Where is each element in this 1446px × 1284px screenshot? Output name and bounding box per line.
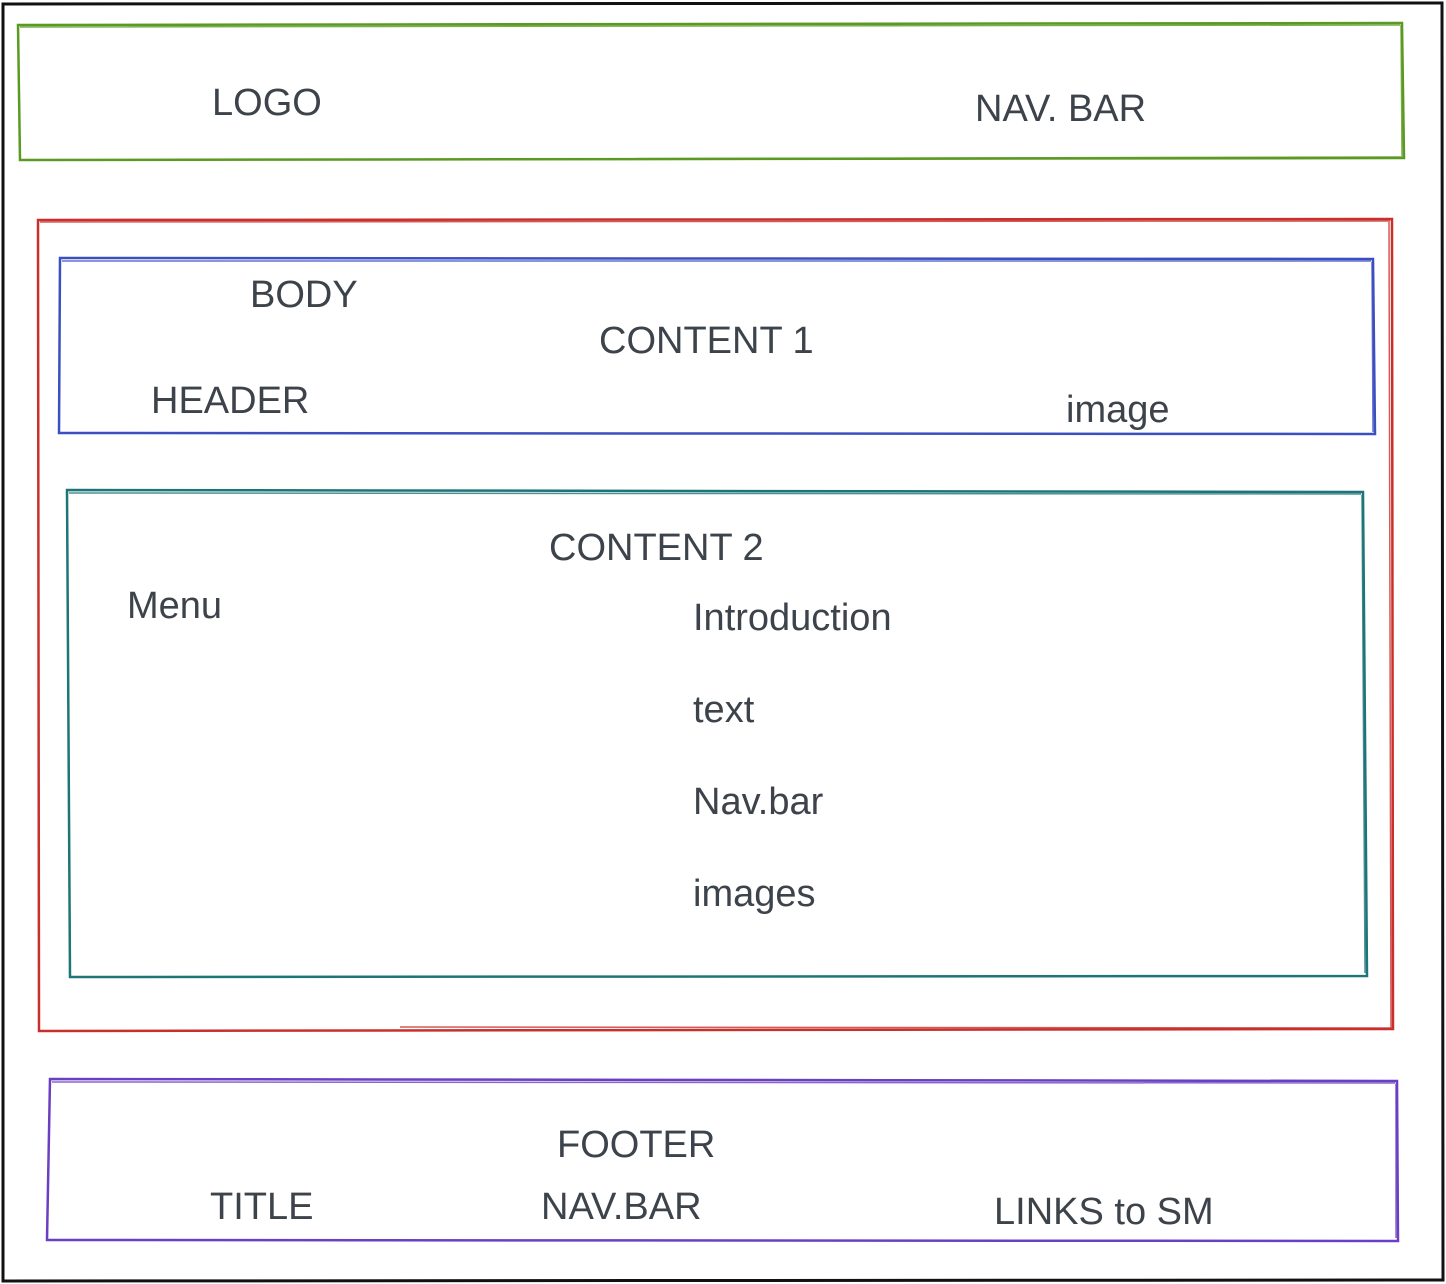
content2-item-images: images (693, 873, 816, 915)
content2-menu-label: Menu (127, 585, 223, 627)
content2-box-sketch-line (68, 492, 1366, 974)
logo-label: LOGO (212, 82, 322, 124)
content2-title: CONTENT 2 (549, 527, 764, 569)
content2-box (65, 488, 1369, 979)
body-label: BODY (250, 274, 358, 316)
footer-box (45, 1077, 1400, 1243)
content1-box (57, 256, 1377, 436)
body-box (36, 217, 1395, 1033)
content1-box-sketch-line (62, 260, 1374, 433)
content1-header-label: HEADER (151, 380, 310, 422)
content2-item-text: text (693, 689, 755, 731)
footer-nav-bar-label: NAV.BAR (541, 1186, 702, 1228)
footer-label: FOOTER (557, 1124, 716, 1166)
content2-item-introduction: Introduction (693, 597, 892, 639)
footer-box-sketch-line (51, 1081, 1397, 1238)
content2-item-nav-bar: Nav.bar (693, 781, 824, 823)
nav-bar-label: NAV. BAR (975, 88, 1147, 130)
header-box-sketch-line (19, 24, 1405, 160)
header-box (16, 21, 1406, 162)
content1-title: CONTENT 1 (599, 320, 814, 362)
content1-image-label: image (1066, 389, 1170, 431)
footer-links-label: LINKS to SM (994, 1191, 1214, 1233)
body-box-sketch-line (39, 220, 1393, 1029)
footer-title-label: TITLE (210, 1186, 314, 1228)
